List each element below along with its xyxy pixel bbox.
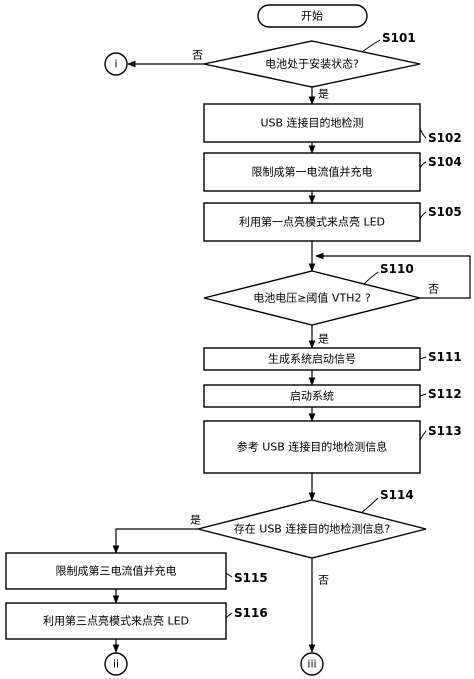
step-label-s105: S105 — [428, 205, 462, 219]
label-s114-no: 否 — [318, 574, 329, 587]
leader-s104 — [419, 161, 427, 169]
process-s111-text: 生成系统启动信号 — [268, 352, 356, 366]
connector-i-label: i — [114, 58, 117, 71]
decision-s110-text: 电池电压≥阈值 VTH2 ? — [253, 291, 371, 305]
process-s116-text: 利用第三点亮模式来点亮 LED — [43, 614, 189, 628]
step-label-s115: S115 — [234, 571, 268, 585]
leader-s105 — [419, 211, 427, 220]
connector-ii — [104, 652, 128, 676]
leader-s111 — [419, 356, 427, 360]
connector-i — [104, 52, 128, 76]
process-s102 — [203, 103, 421, 143]
leader-s115 — [225, 572, 233, 578]
step-label-s112: S112 — [428, 387, 462, 401]
decision-s114-text: 存在 USB 连接目的地检测信息? — [234, 522, 391, 536]
edge-s114-yes — [112, 528, 198, 554]
leader-s112 — [419, 393, 427, 397]
label-s110-yes: 是 — [318, 333, 329, 346]
step-label-s111: S111 — [428, 350, 462, 364]
start-terminal — [257, 4, 368, 28]
process-s105 — [203, 202, 421, 242]
edge-s110-no-loop — [315, 252, 471, 299]
leader-s110 — [363, 271, 379, 285]
leader-s102 — [419, 127, 427, 139]
step-label-s102: S102 — [428, 131, 462, 145]
process-s116 — [5, 602, 227, 640]
connector-ii-label: ii — [113, 658, 119, 671]
step-label-s114: S114 — [380, 488, 414, 502]
leader-s113 — [419, 430, 427, 441]
label-s101-no: 否 — [192, 49, 203, 62]
process-s115 — [5, 552, 227, 590]
step-label-s116: S116 — [234, 606, 268, 620]
step-label-s104: S104 — [428, 155, 462, 169]
label-s101-yes: 是 — [318, 88, 329, 101]
label-s114-yes: 是 — [190, 514, 201, 527]
process-s113 — [203, 420, 421, 474]
process-s105-text: 利用第一点亮模式来点亮 LED — [239, 215, 385, 229]
step-label-s101: S101 — [382, 31, 416, 45]
label-s110-no: 否 — [428, 283, 439, 296]
leader-s101 — [361, 39, 381, 53]
leader-s114 — [361, 497, 379, 513]
process-s115-text: 限制成第三电流值并充电 — [56, 564, 177, 578]
connector-iii — [300, 652, 324, 676]
leader-s116 — [225, 612, 233, 619]
step-label-s110: S110 — [380, 262, 414, 276]
process-s113-text: 参考 USB 连接目的地检测信息 — [237, 440, 388, 454]
step-label-s113: S113 — [428, 424, 462, 438]
process-s102-text: USB 连接目的地检测 — [260, 116, 363, 130]
process-s112-text: 启动系统 — [290, 390, 334, 403]
start-label: 开始 — [301, 9, 323, 23]
connector-iii-label: iii — [307, 658, 316, 671]
process-s104-text: 限制成第一电流值并充电 — [252, 165, 373, 179]
decision-s101-text: 电池处于安装状态? — [265, 57, 359, 71]
